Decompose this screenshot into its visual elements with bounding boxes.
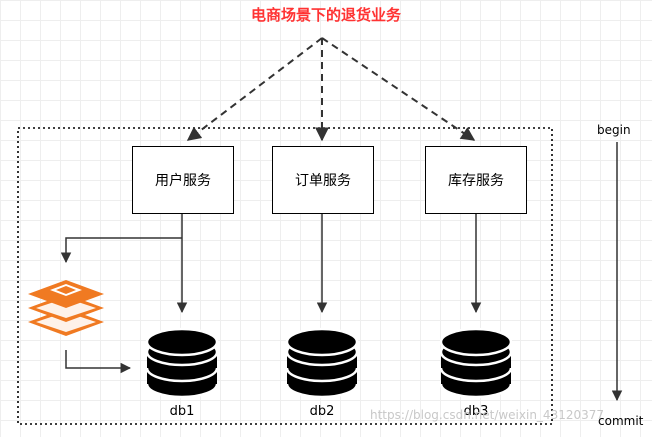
db3-icon <box>439 327 513 399</box>
stock-service-label: 库存服务 <box>448 173 504 189</box>
transaction-boundary <box>17 127 553 425</box>
diagram-title: 电商场景下的退货业务 <box>250 6 401 24</box>
dashed-arrow-stock <box>321 37 476 141</box>
dashed-arrows <box>186 37 476 142</box>
arrow-cache-db1 <box>65 350 132 374</box>
order-service-label: 订单服务 <box>295 173 351 189</box>
db3-label: db3 <box>463 404 489 419</box>
commit-label: commit <box>598 414 644 428</box>
order-service-box: 订单服务 <box>272 146 374 214</box>
arrow-user-cache <box>60 237 182 264</box>
solid-arrows <box>60 142 623 402</box>
db1-icon <box>145 327 219 399</box>
dashed-arrow-user <box>186 37 323 141</box>
redis-cache-icon <box>28 280 104 336</box>
db2-label: db2 <box>309 404 335 419</box>
stock-service-box: 库存服务 <box>425 146 527 214</box>
user-service-label: 用户服务 <box>155 173 211 189</box>
user-service-box: 用户服务 <box>132 146 234 214</box>
db2-icon <box>285 327 359 399</box>
watermark: https://blog.csdn.net/weixin_43120377 <box>370 408 605 422</box>
db1-label: db1 <box>169 404 195 419</box>
begin-label: begin <box>597 123 631 137</box>
